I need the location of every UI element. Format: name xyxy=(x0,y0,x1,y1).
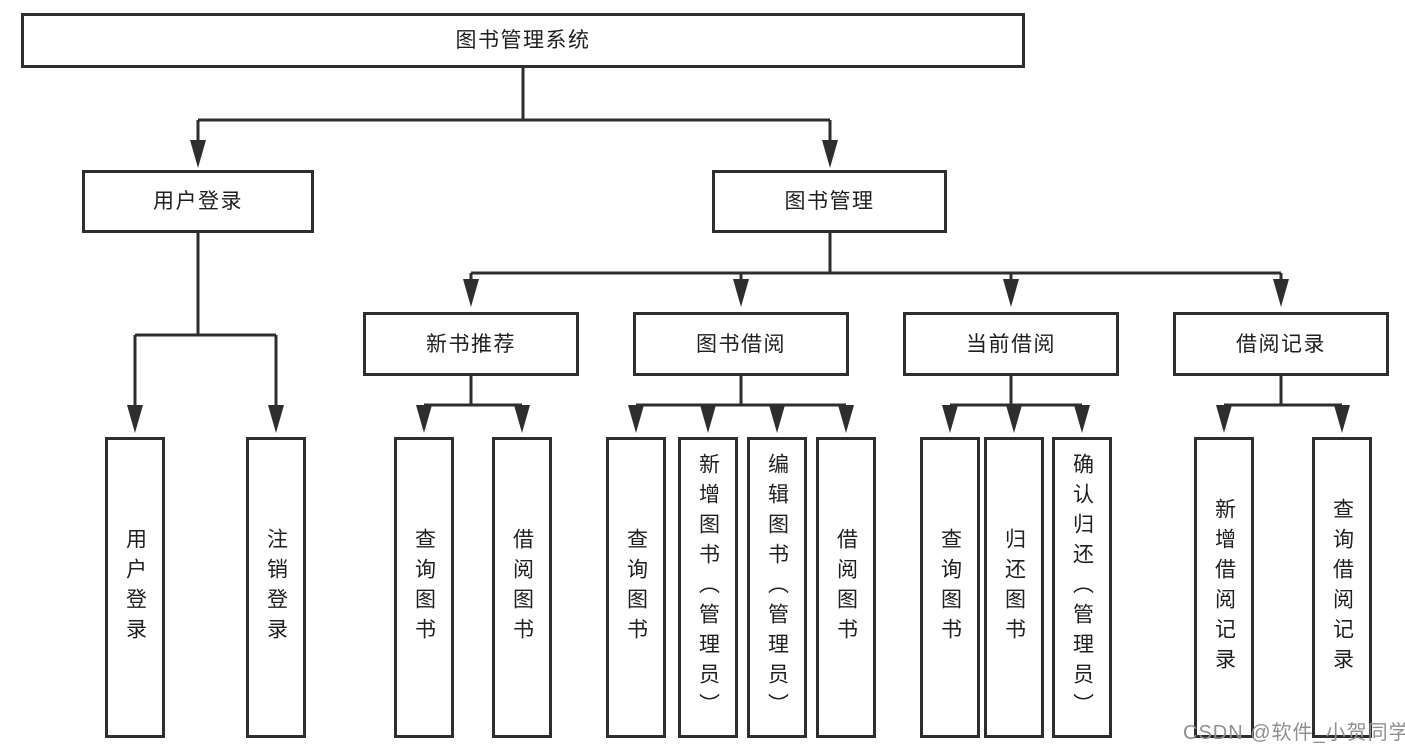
node-current-borrowing: 当前借阅 xyxy=(903,312,1119,376)
leaf-add-books-admin: 新增图书（管理员） xyxy=(678,437,738,738)
leaf-user-login: 用户登录 xyxy=(105,437,165,738)
csdn-watermark: CSDN @软件_小贺同学 xyxy=(1183,722,1405,744)
leaf-borrow-books: 借阅图书 xyxy=(816,437,876,738)
node-library-system: 图书管理系统 xyxy=(21,13,1025,68)
leaf-query-books-borrow: 查询图书 xyxy=(606,437,666,738)
leaf-logout-login: 注销登录 xyxy=(246,437,306,738)
node-borrowing-records: 借阅记录 xyxy=(1173,312,1389,376)
node-book-management: 图书管理 xyxy=(712,170,947,233)
leaf-edit-books-admin: 编辑图书（管理员） xyxy=(747,437,807,738)
leaf-query-books-current: 查询图书 xyxy=(920,437,980,738)
node-new-book-recommendation: 新书推荐 xyxy=(363,312,579,376)
node-user-login: 用户登录 xyxy=(82,170,314,233)
leaf-borrow-books-recommend: 借阅图书 xyxy=(492,437,552,738)
leaf-add-borrow-record: 新增借阅记录 xyxy=(1194,437,1254,738)
leaf-confirm-return-admin: 确认归还（管理员） xyxy=(1052,437,1112,738)
node-book-borrowing: 图书借阅 xyxy=(633,312,849,376)
leaf-query-books-recommend: 查询图书 xyxy=(394,437,454,738)
leaf-return-books: 归还图书 xyxy=(984,437,1044,738)
leaf-query-borrow-record: 查询借阅记录 xyxy=(1312,437,1372,738)
